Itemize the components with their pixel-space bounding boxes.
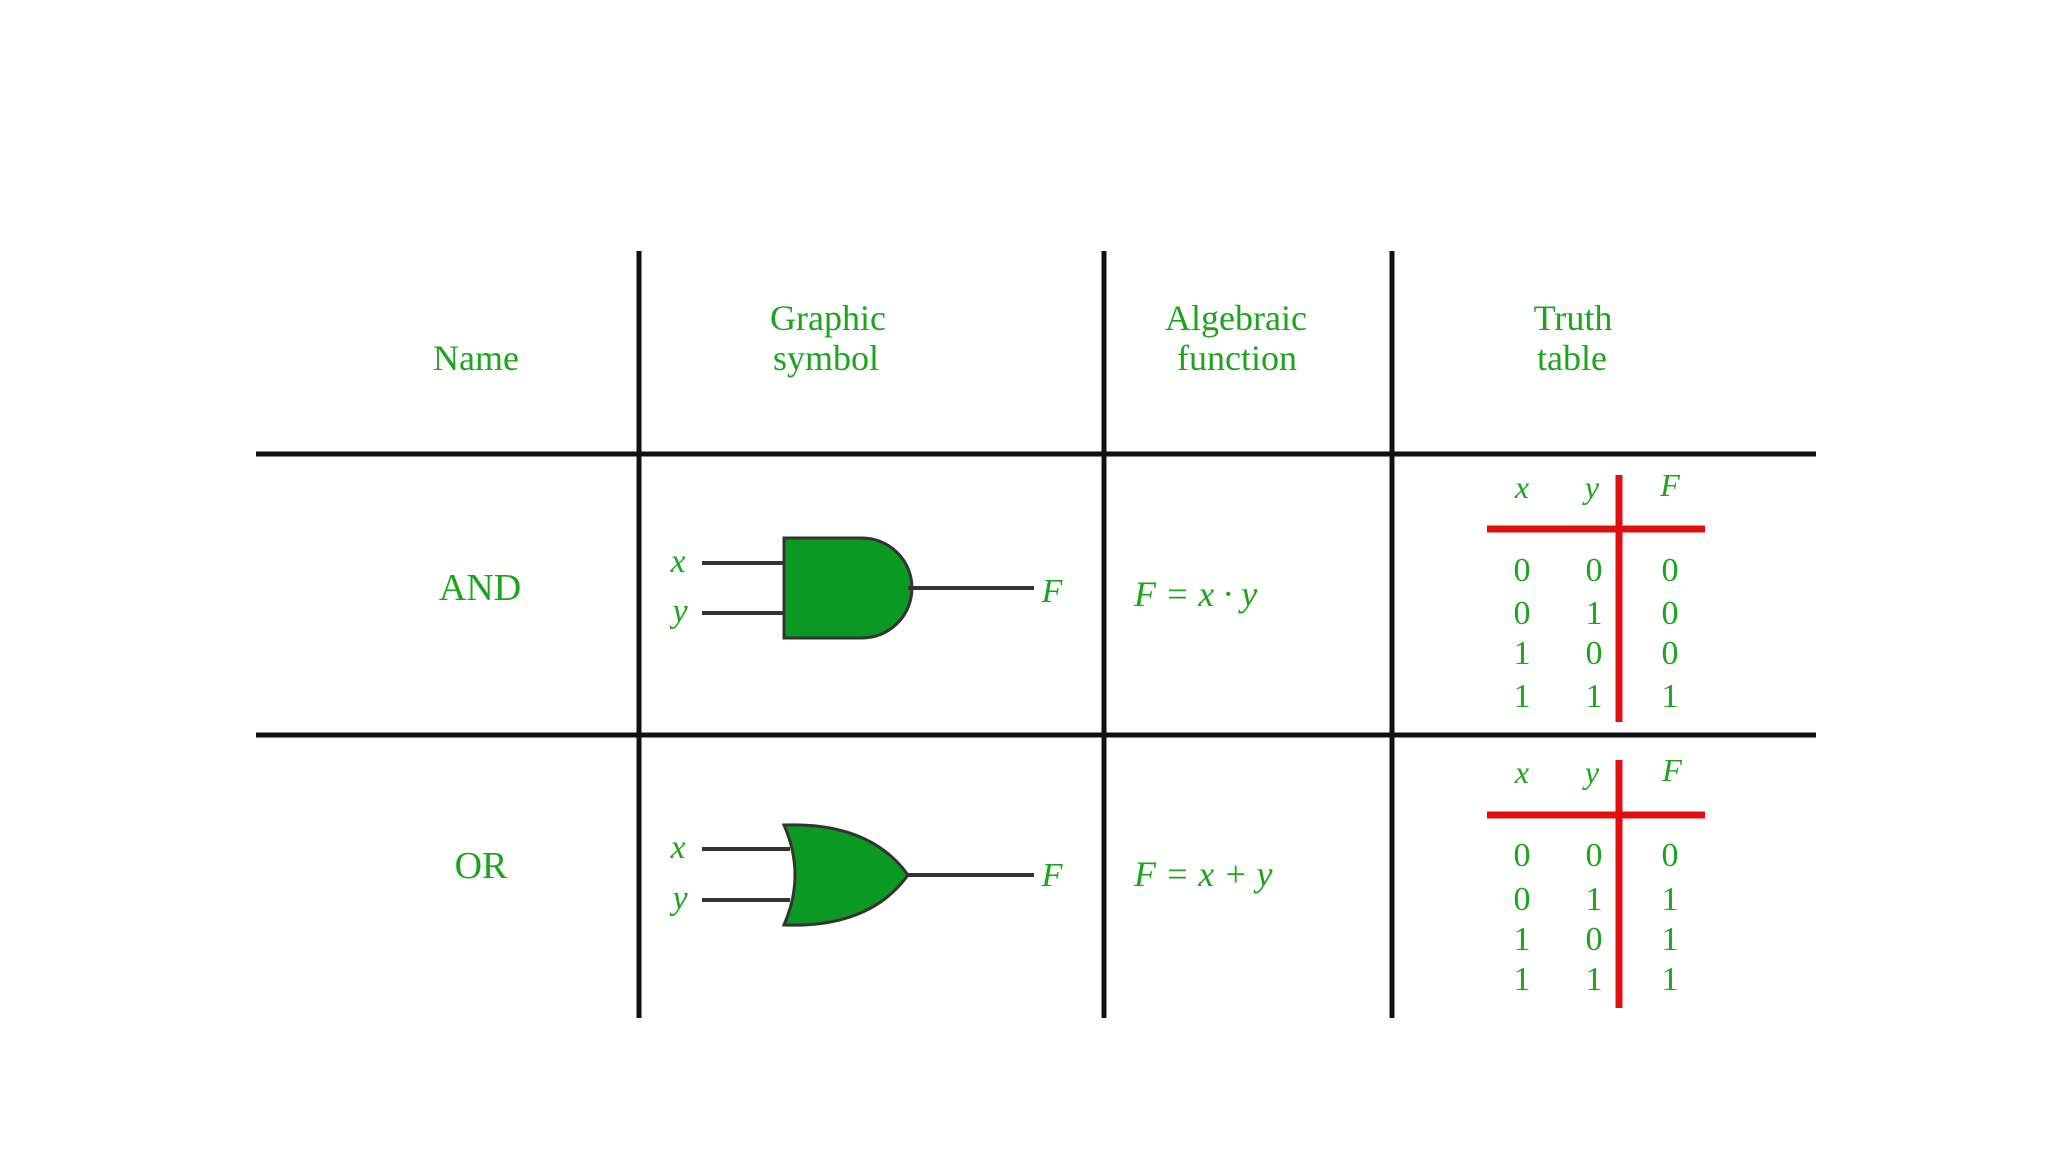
truth-header-y: y bbox=[1582, 754, 1600, 790]
truth-cell: 0 bbox=[1514, 595, 1531, 632]
gate-name: AND bbox=[439, 567, 521, 609]
row-and: AND x y F F = x · y x y F 0 0 0 0 1 0 1 … bbox=[439, 467, 1705, 722]
truth-cell: 0 bbox=[1662, 552, 1679, 589]
input-label-x: x bbox=[669, 543, 685, 580]
and-gate-symbol: x y F bbox=[669, 536, 1064, 640]
truth-header-f: F bbox=[1659, 467, 1680, 503]
truth-cell: 1 bbox=[1586, 881, 1603, 918]
truth-cell: 0 bbox=[1586, 635, 1603, 672]
truth-cell: 1 bbox=[1662, 961, 1679, 998]
truth-cell: 0 bbox=[1514, 552, 1531, 589]
truth-header-y: y bbox=[1582, 469, 1600, 505]
header-graphic-line2: symbol bbox=[773, 338, 879, 378]
header-algebraic-line1: Algebraic bbox=[1165, 298, 1307, 338]
truth-cell: 1 bbox=[1586, 595, 1603, 632]
truth-header-x: x bbox=[1514, 469, 1529, 505]
truth-cell: 1 bbox=[1662, 881, 1679, 918]
row-or: OR x y F F = x + y x y F 0 0 0 0 1 1 1 0… bbox=[455, 752, 1705, 1008]
truth-header-x: x bbox=[1514, 754, 1529, 790]
header-algebraic-line2: function bbox=[1177, 338, 1297, 378]
truth-cell: 1 bbox=[1586, 961, 1603, 998]
truth-cell: 0 bbox=[1662, 635, 1679, 672]
output-label-f: F bbox=[1041, 573, 1064, 610]
input-label-y: y bbox=[669, 880, 688, 917]
truth-cell: 1 bbox=[1514, 678, 1531, 715]
truth-cell: 0 bbox=[1514, 881, 1531, 918]
input-label-y: y bbox=[669, 593, 688, 630]
algebraic-function: F = x · y bbox=[1133, 574, 1257, 614]
header-graphic-line1: Graphic bbox=[770, 298, 886, 338]
or-gate-symbol: x y F bbox=[669, 823, 1064, 927]
truth-cell: 1 bbox=[1514, 961, 1531, 998]
algebraic-function: F = x + y bbox=[1133, 854, 1273, 894]
truth-cell: 0 bbox=[1514, 837, 1531, 874]
header-truth-line1: Truth bbox=[1534, 298, 1613, 338]
header-name: Name bbox=[433, 338, 519, 378]
truth-cell: 0 bbox=[1586, 921, 1603, 958]
truth-cell: 0 bbox=[1586, 837, 1603, 874]
truth-cell: 0 bbox=[1662, 837, 1679, 874]
table-grid bbox=[256, 251, 1816, 1018]
truth-table: x y F 0 0 0 0 1 1 1 0 1 1 1 1 bbox=[1487, 752, 1705, 1008]
truth-cell: 1 bbox=[1514, 635, 1531, 672]
truth-cell: 0 bbox=[1662, 595, 1679, 632]
truth-cell: 1 bbox=[1662, 678, 1679, 715]
truth-cell: 1 bbox=[1514, 921, 1531, 958]
input-label-x: x bbox=[669, 829, 685, 866]
gate-name: OR bbox=[455, 845, 508, 887]
table-header: Name Graphic symbol Algebraic function T… bbox=[433, 298, 1612, 378]
truth-cell: 1 bbox=[1662, 921, 1679, 958]
header-truth-line2: table bbox=[1537, 338, 1607, 378]
truth-header-f: F bbox=[1661, 752, 1682, 788]
truth-cell: 1 bbox=[1586, 678, 1603, 715]
or-gate-icon bbox=[781, 823, 910, 927]
truth-table: x y F 0 0 0 0 1 0 1 0 0 1 1 1 bbox=[1487, 467, 1705, 722]
truth-cell: 0 bbox=[1586, 552, 1603, 589]
and-gate-icon bbox=[782, 536, 914, 640]
output-label-f: F bbox=[1041, 857, 1064, 894]
